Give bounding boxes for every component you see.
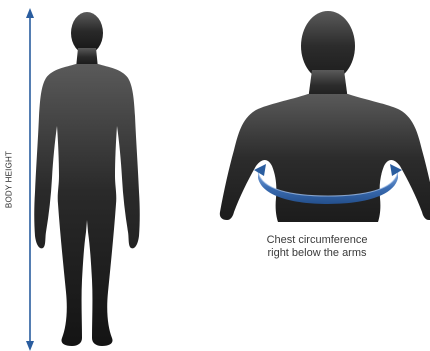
caption-line-1: Chest circumference bbox=[232, 234, 402, 247]
caption-line-2: right below the arms bbox=[232, 247, 402, 260]
upper-torso-silhouette bbox=[220, 11, 430, 222]
height-arrow-icon bbox=[26, 8, 34, 351]
body-height-label: BODY HEIGHT bbox=[5, 150, 14, 210]
chest-circumference-caption: Chest circumference right below the arms bbox=[232, 234, 402, 260]
full-body-silhouette bbox=[34, 12, 140, 346]
